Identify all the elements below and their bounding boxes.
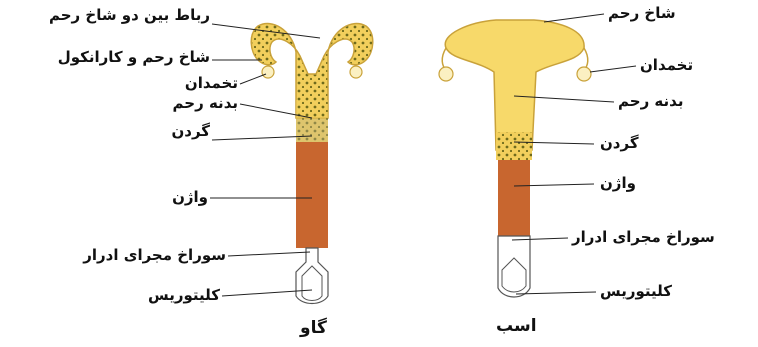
horse-ovary-right: [577, 67, 591, 81]
cow-label-horn-and-caruncle: شاخ رحم و کارانکول: [58, 48, 210, 66]
cow-label-uterine-body: بدنه رحم: [173, 94, 238, 112]
horse-uterus: [445, 20, 584, 150]
cow-label-vagina: واژن: [172, 188, 208, 206]
cow-label-cervix: گردن: [171, 122, 210, 140]
cow-label-urethral-opening: سوراخ مجرای ادرار: [83, 246, 226, 264]
cow-label-intercornual-ligament: رباط بین دو شاخ رحم: [49, 6, 210, 24]
cow-label-clitoris: کلیتوریس: [148, 286, 220, 304]
horse-vestibule: [498, 236, 530, 297]
horse-label-uterine-horn: شاخ رحم: [608, 4, 676, 22]
horse-label-clitoris: کلیتوریس: [600, 282, 672, 300]
horse-vagina: [498, 160, 530, 236]
cow-vestibule: [296, 248, 328, 304]
horse-ovary-left: [439, 67, 453, 81]
cow-label-ovary: تخمدان: [185, 74, 238, 92]
horse-label-uterine-body: بدنه رحم: [618, 92, 683, 110]
cow-vagina: [296, 142, 328, 248]
cow-ovary-right: [350, 66, 362, 78]
horse-cervix: [496, 132, 532, 160]
cow-caption: گاو: [300, 318, 327, 338]
horse-label-vagina: واژن: [600, 174, 636, 192]
horse-label-urethral-opening: سوراخ مجرای ادرار: [572, 228, 715, 246]
horse-tract: [439, 20, 591, 297]
cow-tract: [251, 24, 373, 304]
cow-ovary-left: [262, 66, 274, 78]
horse-label-ovary: تخمدان: [640, 56, 693, 74]
horse-caption: اسب: [496, 316, 537, 336]
horse-label-cervix: گردن: [600, 134, 639, 152]
